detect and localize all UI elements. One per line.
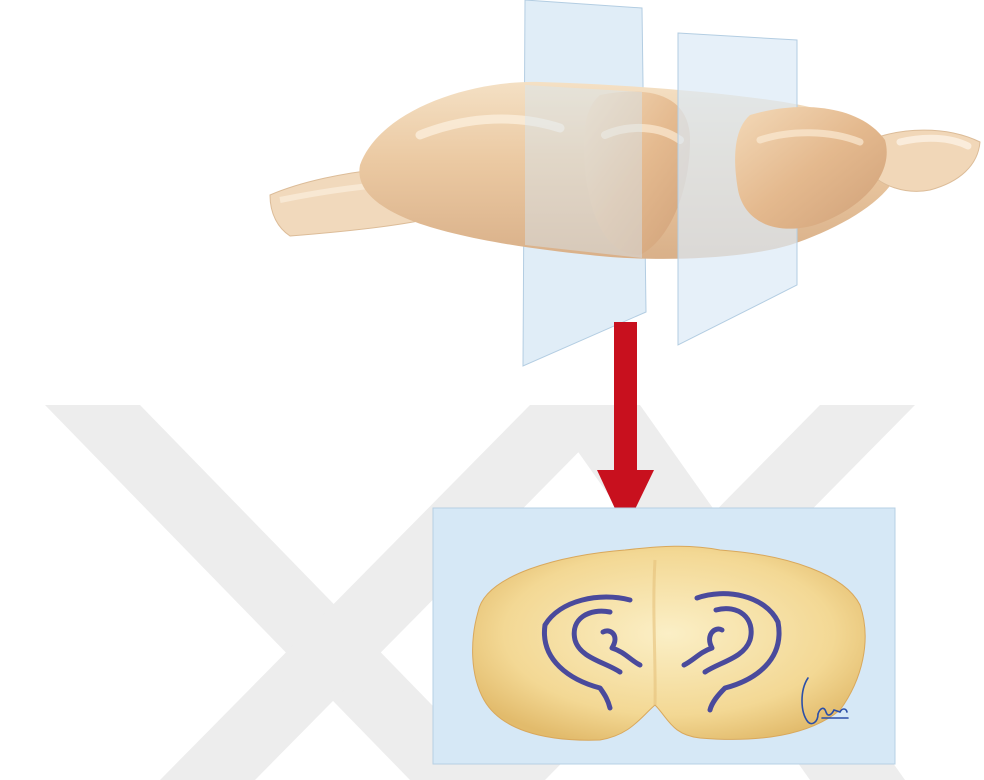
coronal-slice-panel (433, 508, 895, 764)
cut-segment-front (735, 107, 887, 229)
coronal-section (473, 546, 866, 740)
